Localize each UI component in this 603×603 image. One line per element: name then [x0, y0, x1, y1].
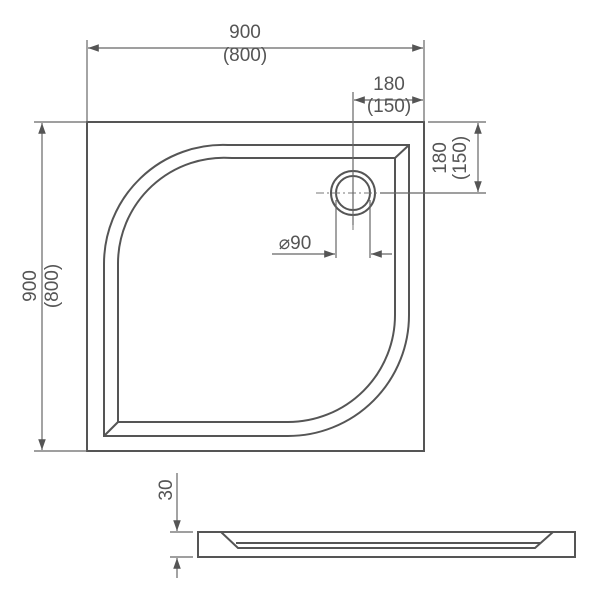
width-dimension: 900 (800) [86, 22, 425, 122]
drain-offset-x-alt-label: (150) [367, 96, 411, 117]
plan-view [86, 121, 425, 452]
depth-dimension: 900 (800) [20, 121, 87, 452]
basin-side-profile [220, 531, 554, 549]
corner-bevel [103, 421, 119, 437]
height-dimension: 30 [156, 473, 193, 578]
drain-diameter-label: ⌀90 [279, 233, 312, 254]
tray-outline [86, 121, 425, 452]
basin-inner-edge [116, 156, 396, 423]
height-label: 30 [156, 479, 177, 500]
depth-alt-label: (800) [42, 264, 63, 308]
width-label: 900 [229, 22, 261, 43]
drain-offset-y-dimension: 180 (150) [380, 121, 486, 194]
drain-offset-y-alt-label: (150) [450, 136, 471, 180]
depth-label: 900 [20, 270, 41, 302]
drain-diameter-dimension: ⌀90 [272, 200, 392, 258]
side-view [197, 531, 576, 558]
width-alt-label: (800) [223, 45, 267, 66]
drain-offset-y-label: 180 [430, 142, 451, 174]
corner-bevel [394, 144, 410, 159]
drain-offset-x-label: 180 [373, 74, 405, 95]
tray-side-outline [197, 531, 576, 558]
basin-outer-edge [102, 143, 410, 437]
drain-offset-x-dimension: 180 (150) [352, 74, 423, 225]
